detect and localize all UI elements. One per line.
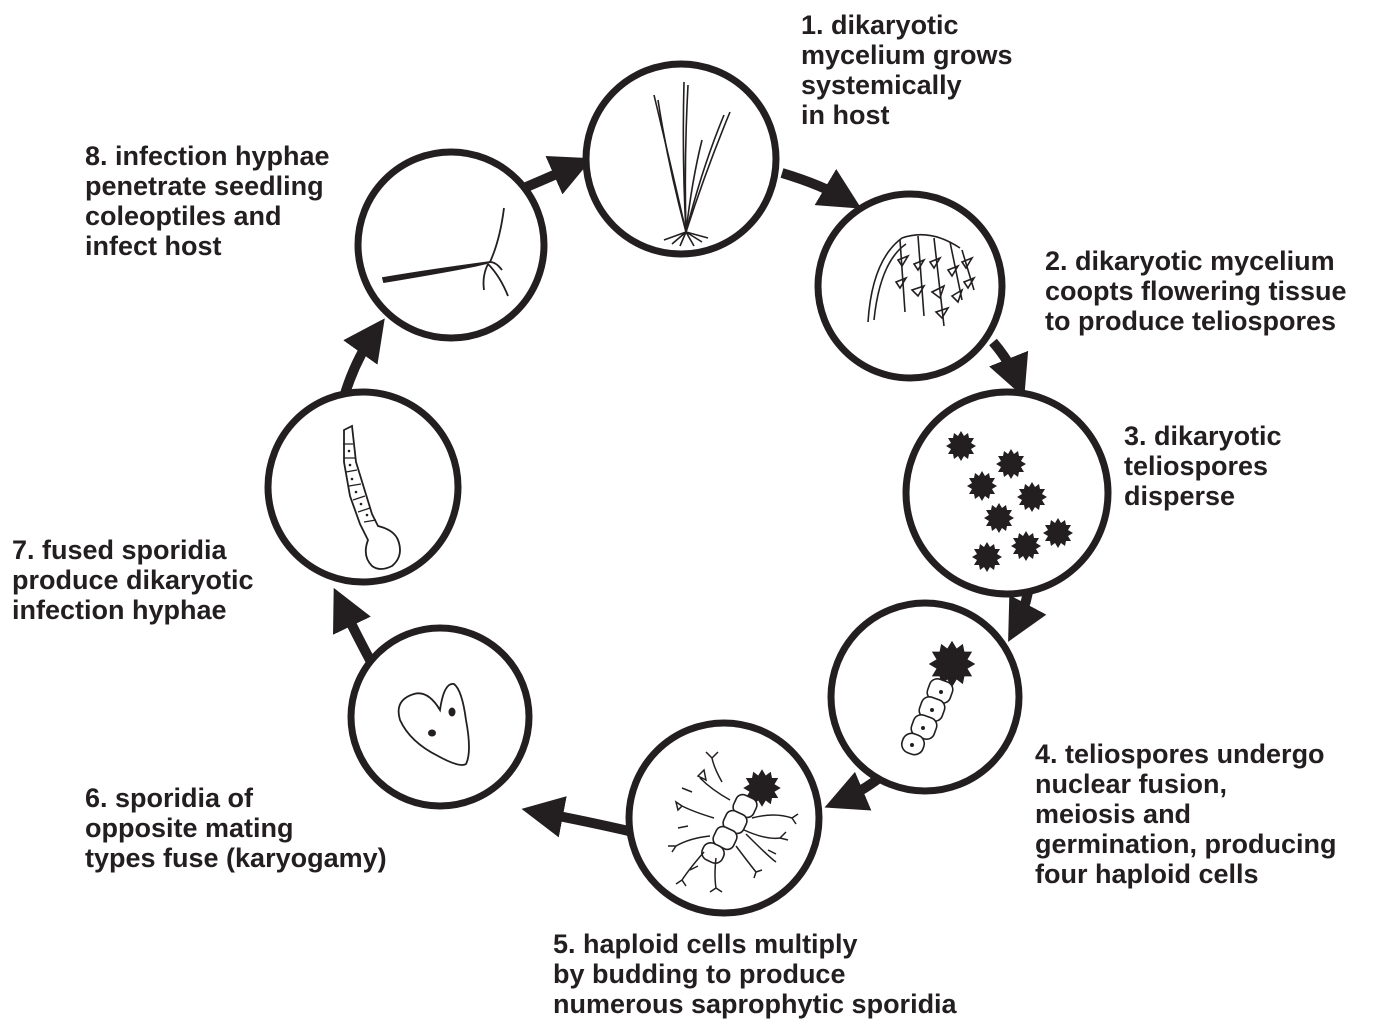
stage-1-label: 1. dikaryotic mycelium grows systemicall…	[801, 10, 1013, 130]
stage-7-label: 7. fused sporidia produce dikaryotic inf…	[12, 535, 254, 625]
arrow-6-to-7	[341, 603, 370, 660]
arrow-5-to-6	[538, 812, 633, 832]
stage-6-label: 6. sporidia of opposite mating types fus…	[85, 783, 387, 873]
stage-8-circle	[358, 152, 544, 338]
stage-4-label: 4. teliospores undergo nuclear fusion, m…	[1035, 739, 1337, 889]
stage-5-label: 5. haploid cells multiply by budding to …	[553, 929, 957, 1019]
stage-2-circle	[818, 194, 1002, 378]
stage-2-label: 2. dikaryotic mycelium coopts flowering …	[1045, 246, 1347, 336]
arrow-3-to-4	[1016, 592, 1028, 627]
arrow-7-to-8	[344, 332, 375, 397]
stage-1-circle	[586, 64, 776, 254]
arrow-2-to-3	[993, 342, 1018, 382]
stage-3-label: 3. dikaryotic teliospores disperse	[1124, 421, 1282, 511]
stage-4-circle	[831, 603, 1019, 791]
stage-8-label: 8. infection hyphae penetrate seedling c…	[85, 141, 330, 261]
stage-3-circle	[906, 392, 1108, 594]
arrow-1-to-2	[782, 173, 847, 200]
